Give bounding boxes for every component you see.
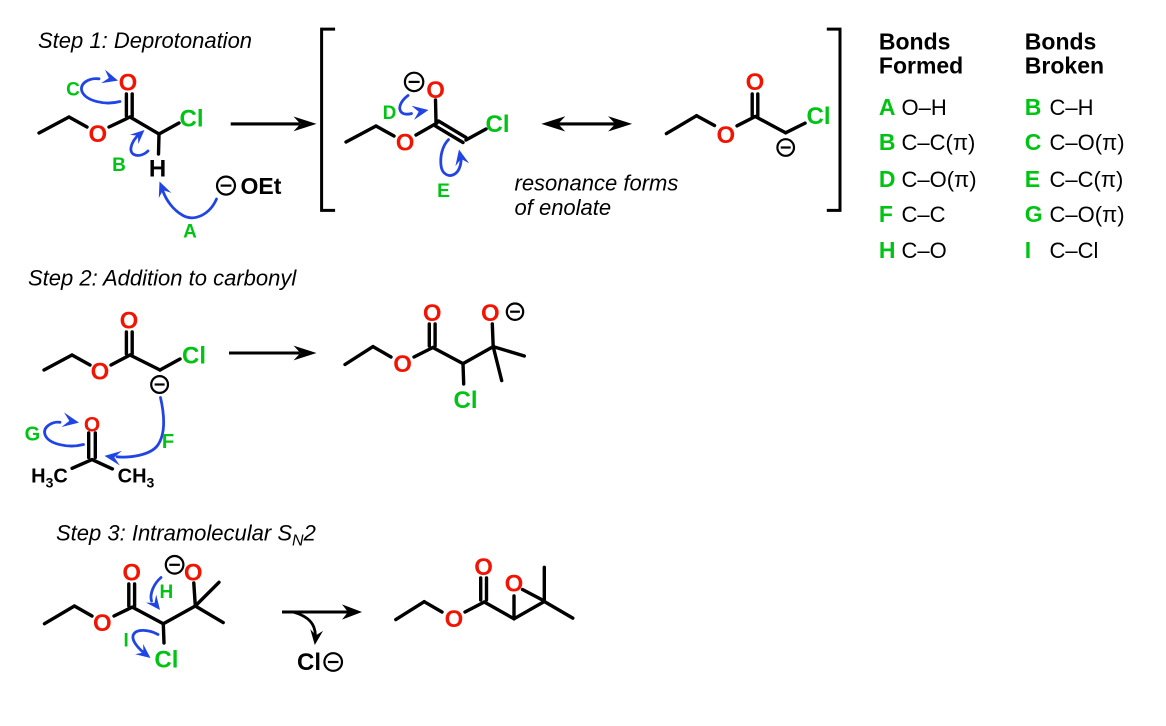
svg-text:C–O(π): C–O(π) bbox=[1050, 130, 1125, 155]
svg-text:O: O bbox=[91, 359, 110, 386]
svg-text:D: D bbox=[383, 103, 397, 124]
svg-text:B: B bbox=[1025, 94, 1042, 120]
svg-text:O: O bbox=[119, 70, 138, 97]
svg-text:C: C bbox=[66, 79, 80, 100]
svg-text:O: O bbox=[88, 121, 107, 148]
svg-text:O: O bbox=[445, 606, 464, 633]
svg-text:Cl: Cl bbox=[486, 111, 510, 138]
svg-text:O–H: O–H bbox=[902, 95, 947, 120]
svg-text:Cl: Cl bbox=[297, 649, 321, 676]
svg-text:O: O bbox=[84, 413, 100, 436]
svg-text:H: H bbox=[879, 237, 896, 263]
svg-text:Broken: Broken bbox=[1025, 52, 1104, 78]
svg-text:Cl: Cl bbox=[154, 646, 178, 673]
svg-text:F: F bbox=[162, 431, 174, 453]
svg-text:C–Cl: C–Cl bbox=[1050, 238, 1099, 263]
svg-text:Cl: Cl bbox=[182, 343, 206, 370]
svg-text:H: H bbox=[160, 582, 174, 603]
svg-text:G: G bbox=[25, 424, 41, 446]
svg-text:Bonds: Bonds bbox=[1025, 29, 1097, 55]
svg-text:Bonds: Bonds bbox=[879, 29, 951, 55]
svg-text:Step 1: Deprotonation: Step 1: Deprotonation bbox=[38, 28, 252, 53]
svg-text:O: O bbox=[481, 300, 500, 327]
svg-text:A: A bbox=[183, 222, 197, 243]
svg-text:I: I bbox=[123, 630, 128, 651]
svg-text:O: O bbox=[505, 570, 524, 597]
svg-text:C–O: C–O bbox=[902, 238, 947, 263]
svg-text:Step 2: Addition to carbonyl: Step 2: Addition to carbonyl bbox=[28, 266, 297, 291]
svg-text:Step 3: Intramolecular SN2: Step 3: Intramolecular SN2 bbox=[56, 521, 316, 550]
svg-text:O: O bbox=[423, 300, 442, 327]
svg-text:D: D bbox=[879, 166, 896, 192]
svg-text:I: I bbox=[1025, 237, 1031, 263]
svg-text:O: O bbox=[396, 129, 415, 156]
svg-text:C–C(π): C–C(π) bbox=[902, 130, 976, 155]
svg-text:O: O bbox=[716, 122, 735, 149]
svg-text:of enolate: of enolate bbox=[515, 195, 612, 220]
svg-text:O: O bbox=[393, 351, 412, 378]
svg-text:Formed: Formed bbox=[879, 52, 963, 78]
svg-text:O: O bbox=[122, 560, 141, 587]
svg-text:O: O bbox=[93, 610, 112, 637]
svg-text:C–O(π): C–O(π) bbox=[1050, 202, 1125, 227]
svg-text:O: O bbox=[120, 308, 139, 335]
svg-text:O: O bbox=[184, 560, 203, 587]
svg-text:E: E bbox=[1025, 166, 1040, 192]
svg-text:A: A bbox=[879, 94, 896, 120]
svg-text:H: H bbox=[149, 155, 166, 182]
svg-text:C–O(π): C–O(π) bbox=[902, 167, 977, 192]
svg-text:O: O bbox=[474, 554, 493, 581]
svg-text:B: B bbox=[879, 129, 896, 155]
svg-text:resonance forms: resonance forms bbox=[515, 171, 679, 196]
svg-text:C–H: C–H bbox=[1050, 95, 1094, 120]
svg-text:Cl: Cl bbox=[454, 387, 478, 414]
svg-text:O: O bbox=[426, 77, 445, 104]
svg-text:C–C: C–C bbox=[902, 202, 946, 227]
svg-text:C–C(π): C–C(π) bbox=[1050, 167, 1124, 192]
svg-text:E: E bbox=[437, 181, 450, 202]
svg-text:F: F bbox=[879, 201, 893, 227]
svg-text:Cl: Cl bbox=[807, 103, 831, 130]
svg-text:C: C bbox=[1025, 129, 1042, 155]
svg-text:G: G bbox=[1025, 201, 1043, 227]
svg-text:O: O bbox=[746, 69, 765, 96]
svg-text:Cl: Cl bbox=[180, 105, 204, 132]
svg-text:B: B bbox=[112, 155, 126, 176]
svg-text:OEt: OEt bbox=[241, 173, 282, 199]
